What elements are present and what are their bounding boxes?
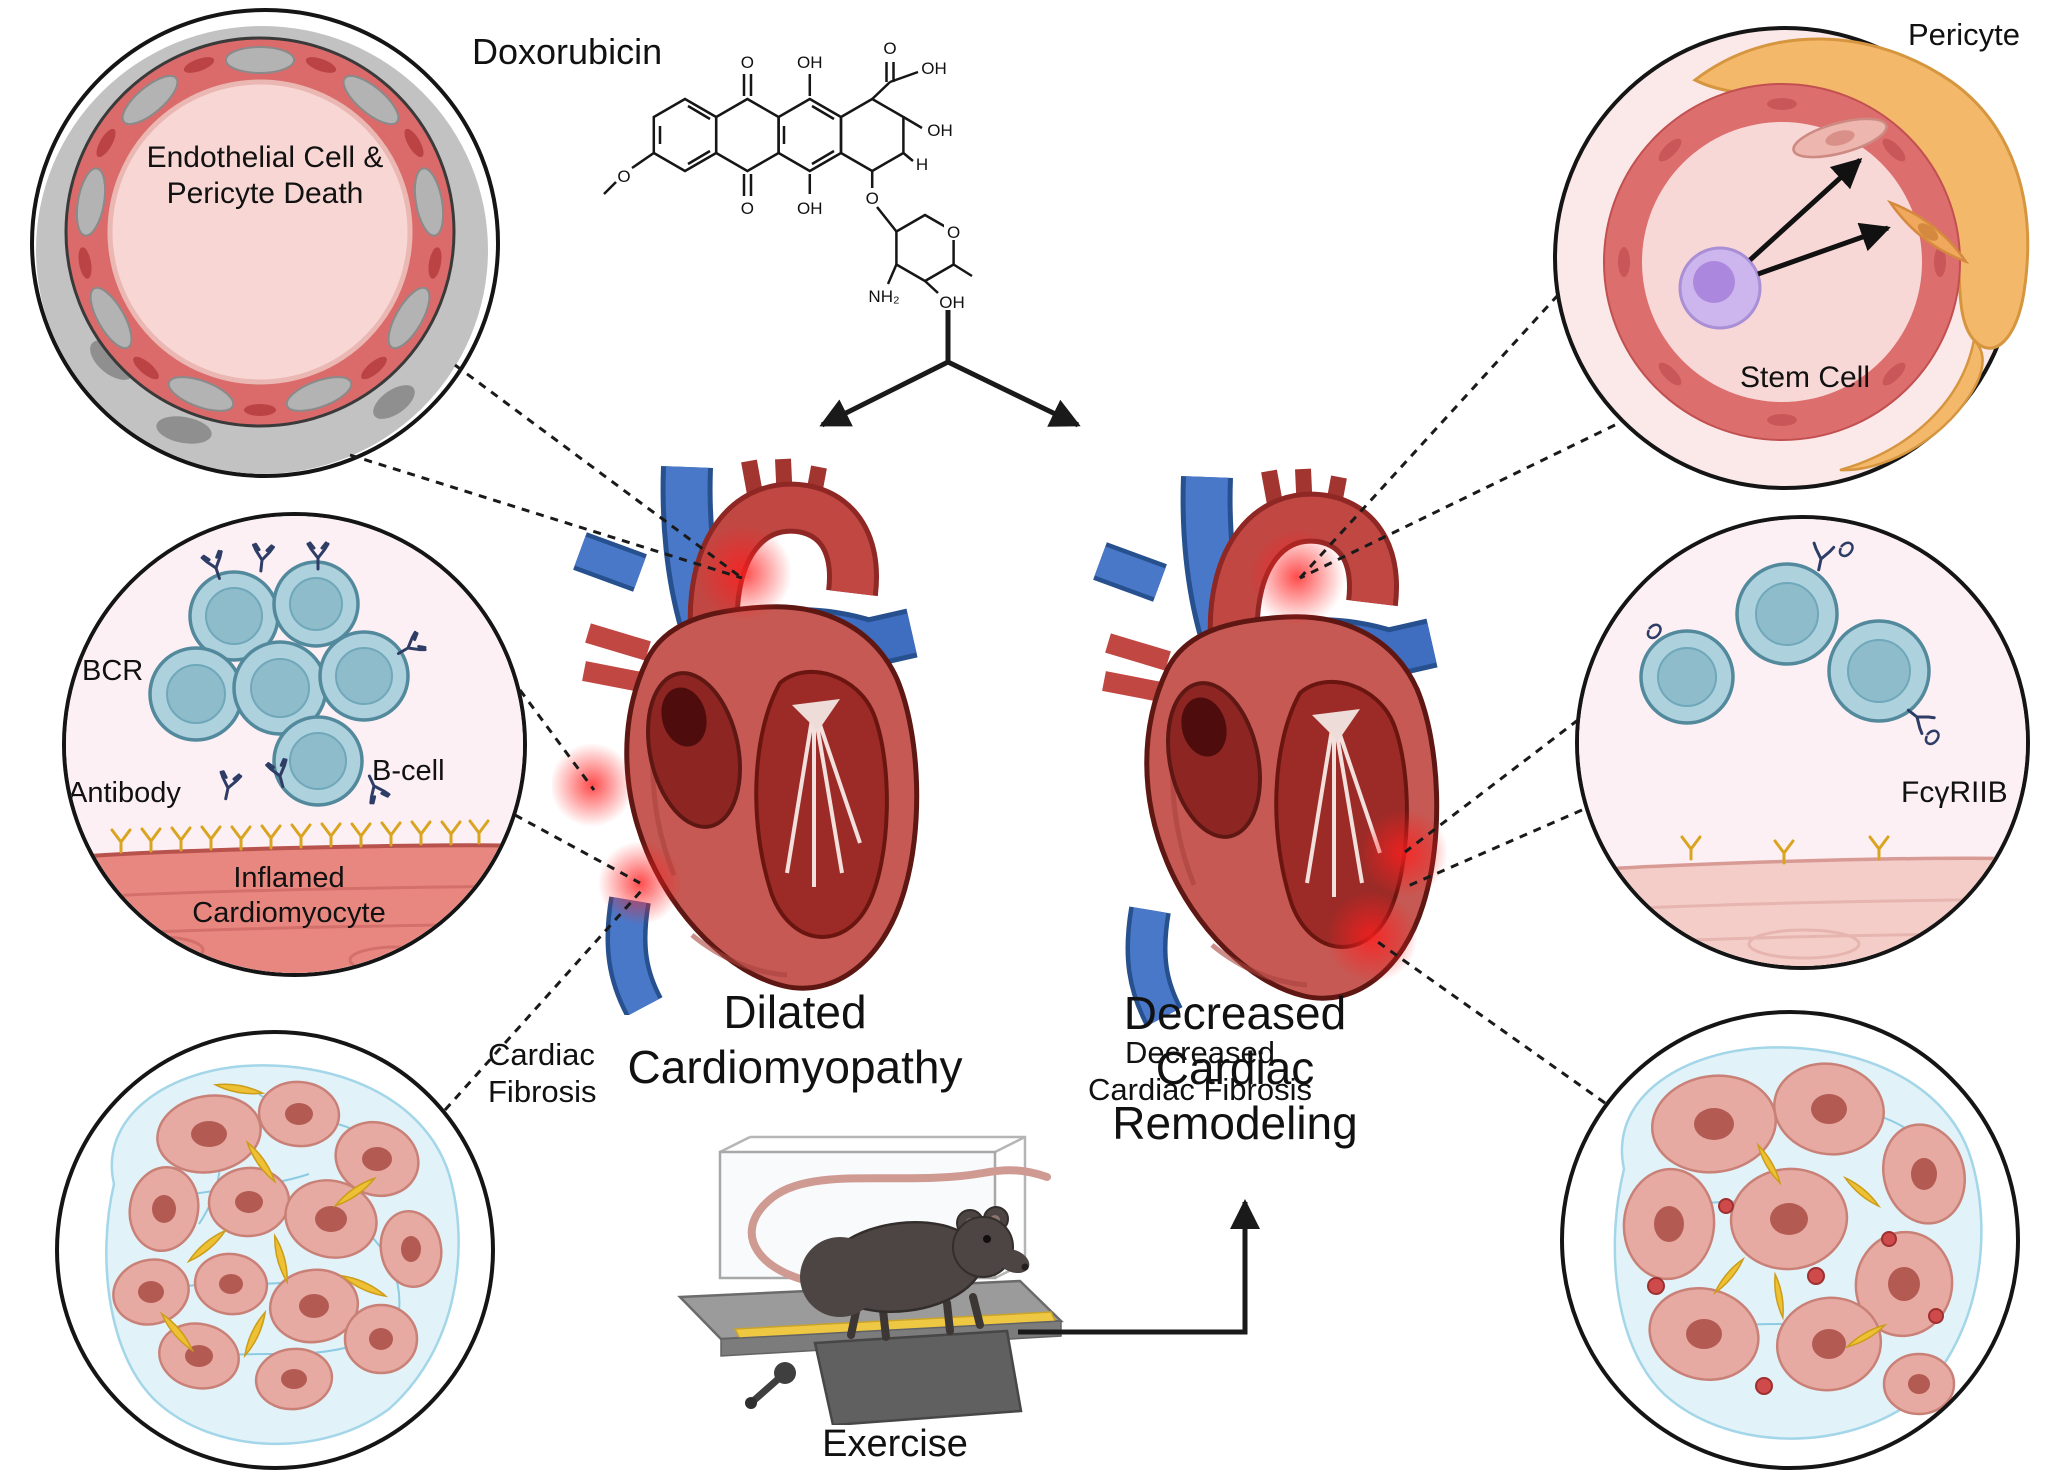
endothelial-death-label: Endothelial Cell & Pericyte Death — [146, 141, 384, 210]
atom-label-oh: OH — [939, 293, 965, 312]
antibody-label: Antibody — [68, 777, 181, 809]
cardiac-fibrosis-panel — [55, 1030, 495, 1470]
vessel-lumen — [107, 79, 413, 385]
bcell-inflammation-panel: BCR Antibody B-cell Inflamed Cardiomyocy… — [62, 512, 527, 977]
chordae — [1305, 716, 1382, 897]
fcgriib-illustration — [1579, 519, 2026, 966]
atom-labels: O O O OH OH O OH OH H O O OH NH₂ — [617, 39, 964, 312]
injury-glow — [552, 743, 634, 827]
atom-label-o: O — [947, 223, 960, 242]
atom-label-oh: OH — [797, 199, 823, 218]
dying-endothelial-cells — [75, 46, 445, 412]
dilated-cardiomyopathy-label: Dilated Cardiomyopathy — [627, 986, 963, 1094]
mouse-legs — [847, 1293, 984, 1341]
wall-nuclei — [1618, 98, 1946, 426]
mouse-treadmill — [677, 1135, 1064, 1425]
dying-vessel-illustration — [36, 26, 488, 474]
atom-label-o: O — [617, 167, 630, 186]
inflamed-cardiomyocyte-band — [66, 845, 523, 973]
mouse-nose — [1021, 1263, 1029, 1271]
mouse — [747, 1166, 1051, 1341]
mouse-tail — [747, 1166, 1051, 1289]
repair-glow — [1249, 529, 1345, 625]
decreased-fibrosis-panel — [1560, 1010, 2020, 1470]
pulmonary-veins — [1102, 633, 1171, 703]
b-cell-cluster — [148, 560, 410, 807]
endothelial-pericyte-death-panel: Endothelial Cell & Pericyte Death — [30, 8, 500, 478]
pericyte-label: Pericyte — [1908, 17, 2020, 52]
cell-nuclei — [138, 1103, 421, 1389]
decreased-fibrosis-illustration — [1613, 1046, 1983, 1440]
atom-label-h: H — [916, 155, 928, 174]
atom-label-o: O — [741, 53, 754, 72]
fcgriib-panel: FcγRIIB — [1575, 515, 2030, 970]
heart-dilated — [552, 458, 920, 1015]
injury-glow — [598, 841, 682, 925]
atom-label-nh2: NH₂ — [868, 287, 899, 306]
atom-label-o: O — [866, 189, 879, 208]
atom-label-oh: OH — [797, 53, 823, 72]
b-cells — [1639, 562, 1931, 725]
decreased-remodeling-label: Decreased Cardiac Remodeling — [1112, 987, 1358, 1150]
repair-glow — [1326, 891, 1418, 983]
pulmonary-veins — [582, 623, 651, 693]
chordae — [785, 706, 862, 887]
pericyte-tail — [1839, 337, 1984, 472]
vessel-lumen — [1642, 122, 1922, 402]
atom-label-oh: OH — [927, 121, 953, 140]
injury-glow — [696, 525, 792, 621]
stem-cell-vessel-panel — [1553, 26, 2030, 490]
atom-label-oh: OH — [921, 59, 947, 78]
exercise-label: Exercise — [822, 1423, 968, 1465]
decreased-fibrosis-label: Decreased Cardiac Fibrosis — [1088, 1035, 1312, 1108]
heart-remodeled — [1093, 468, 1448, 1025]
red-blood-cells — [1647, 1198, 1944, 1395]
new-pericyte-cell — [1886, 199, 1970, 265]
calm-cardiomyocyte-band — [1579, 858, 2026, 966]
stem-cell-label: Stem Cell — [1739, 361, 1871, 394]
b-cell-label: B-cell — [372, 755, 445, 787]
cell-nuclei — [1654, 1094, 1937, 1394]
differentiation-arrows — [1748, 157, 1891, 277]
fcgriib-label: FcγRIIB — [1901, 776, 2008, 809]
mouse-eye — [983, 1235, 991, 1243]
ring-skeleton — [603, 62, 973, 294]
atom-label-o: O — [741, 199, 754, 218]
wall-nuclei — [78, 57, 442, 416]
atom-label-o: O — [883, 39, 896, 58]
stem-cell-nucleus — [1693, 261, 1735, 303]
crank-handle — [747, 1369, 789, 1407]
fibrosis-illustration — [105, 1064, 460, 1446]
cardiac-fibrosis-label: Cardiac Fibrosis — [488, 1037, 597, 1110]
inflamed-cardiomyocyte-label: Inflamed Cardiomyocyte — [192, 862, 386, 929]
bcr-label: BCR — [82, 655, 144, 687]
doxorubicin-structure: O O O OH OH O OH OH H O O OH NH₂ — [603, 39, 973, 312]
doxorubicin-label: Doxorubicin — [472, 31, 663, 72]
new-endothelial-cell — [1792, 117, 1888, 159]
repair-glow — [1360, 809, 1448, 897]
